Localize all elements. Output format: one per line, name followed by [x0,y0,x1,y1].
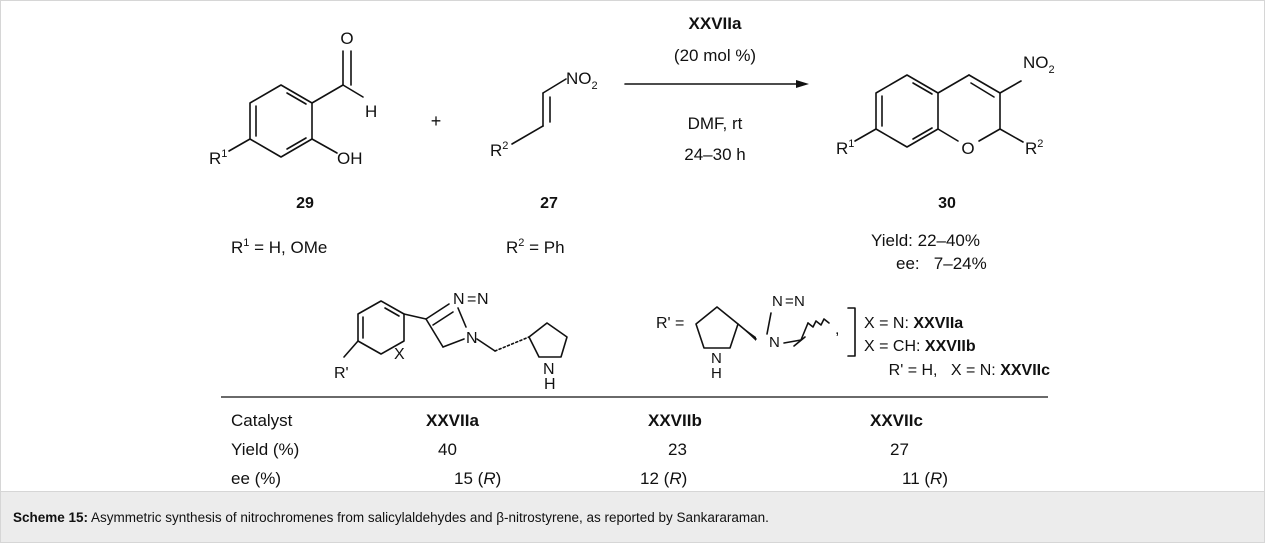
table-header-xxviic: XXVIIc [870,411,923,430]
product-r2-label: R2 [1025,138,1043,158]
arrow-catalyst-label: XXVIIa [689,14,742,33]
reaction-arrowhead [796,80,809,88]
catalyst-loading-label: (20 mol %) [674,46,756,65]
table-row-yield-label: Yield (%) [231,440,299,459]
r-prime-equals-label: R' = [656,315,684,332]
reaction-time-label: 24–30 h [684,145,745,164]
aldehyde-oxygen-label: O [340,29,353,48]
compound-30-number: 30 [938,195,956,212]
nitrostyrene-structure [511,78,567,145]
solvent-temperature-label: DMF, rt [688,114,743,133]
table-cell-ee-xxviic: 11 (R) [902,469,948,488]
compound-29-number: 29 [296,195,314,212]
triazoline-n2-label: N [477,291,489,308]
compound-27-number: 27 [540,195,558,212]
r1-definition: R1 = H, OMe [231,237,327,257]
product-r1-label: R1 [836,138,854,158]
table-header-xxviia: XXVIIa [426,411,479,430]
pyrrolidine-h-label: H [544,376,556,393]
table-cell-yield-xxviic: 27 [890,440,909,459]
triazole-eq-label: = [785,293,794,310]
table-cell-yield-xxviia: 40 [438,440,457,459]
pyrrolidine-n-label: N [543,361,555,378]
ring-x-label: X [394,346,405,363]
table-cell-ee-xxviia: 15 (R) [454,469,501,488]
r-prime-nh-h-label: H [711,365,722,382]
nitrochromene-structure [854,74,1024,148]
triazole-n3-label: N [769,334,780,351]
substituent-comma: , [835,321,839,338]
scheme-caption: Scheme 15: Asymmetric synthesis of nitro… [1,491,1264,542]
caption-text: Asymmetric synthesis of nitrochromenes f… [88,510,769,525]
ring-oxygen-label: O [961,139,974,158]
hydroxyl-label: OH [337,149,363,168]
caption-label: Scheme 15: [13,510,89,525]
triazole-n2-label: N [794,293,805,310]
table-row-ee-label: ee (%) [231,469,281,488]
r2-substituent-label: R2 [490,140,508,160]
catalyst-general-structure [343,300,568,358]
results-table: Catalyst XXVIIa XXVIIb XXVIIc Yield (%) … [231,411,948,488]
catalyst-definition-b: X = CH: XXVIIb [864,338,976,355]
triazoline-n3-label: N [466,330,478,347]
table-header-xxviib: XXVIIb [648,411,702,430]
catalyst-definition-c: R' = H, X = N: XXVIIc [889,362,1050,379]
triazoline-eq-label: = [467,291,476,308]
table-cell-ee-xxviib: 12 (R) [640,469,687,488]
product-nitro-label: NO2 [1023,53,1055,76]
aldehyde-hydrogen-label: H [365,102,377,121]
catalyst-definition-a: X = N: XXVIIa [864,315,963,332]
nitro-group-label: NO2 [566,69,598,92]
table-cell-yield-xxviib: 23 [668,440,687,459]
product-yield-range: Yield: 22–40% [871,231,980,250]
product-ee-range: ee: 7–24% [896,254,987,273]
plus-sign: + [431,111,442,131]
triazole-n1-label: N [772,293,783,310]
salicylaldehyde-structure [228,50,364,158]
scheme-drawing: O H OH R1 29 R1 = H, OMe + NO2 R2 27 R2 … [209,14,1055,488]
definition-bracket [847,307,856,357]
table-header-catalyst: Catalyst [231,411,293,430]
r1-substituent-label: R1 [209,148,227,168]
r2-definition: R2 = Ph [506,237,565,257]
r-prime-nh-n-label: N [711,350,722,367]
triazoline-n1-label: N [453,291,465,308]
r-prime-label: R' [334,365,349,382]
r-prime-substructure [695,306,830,349]
